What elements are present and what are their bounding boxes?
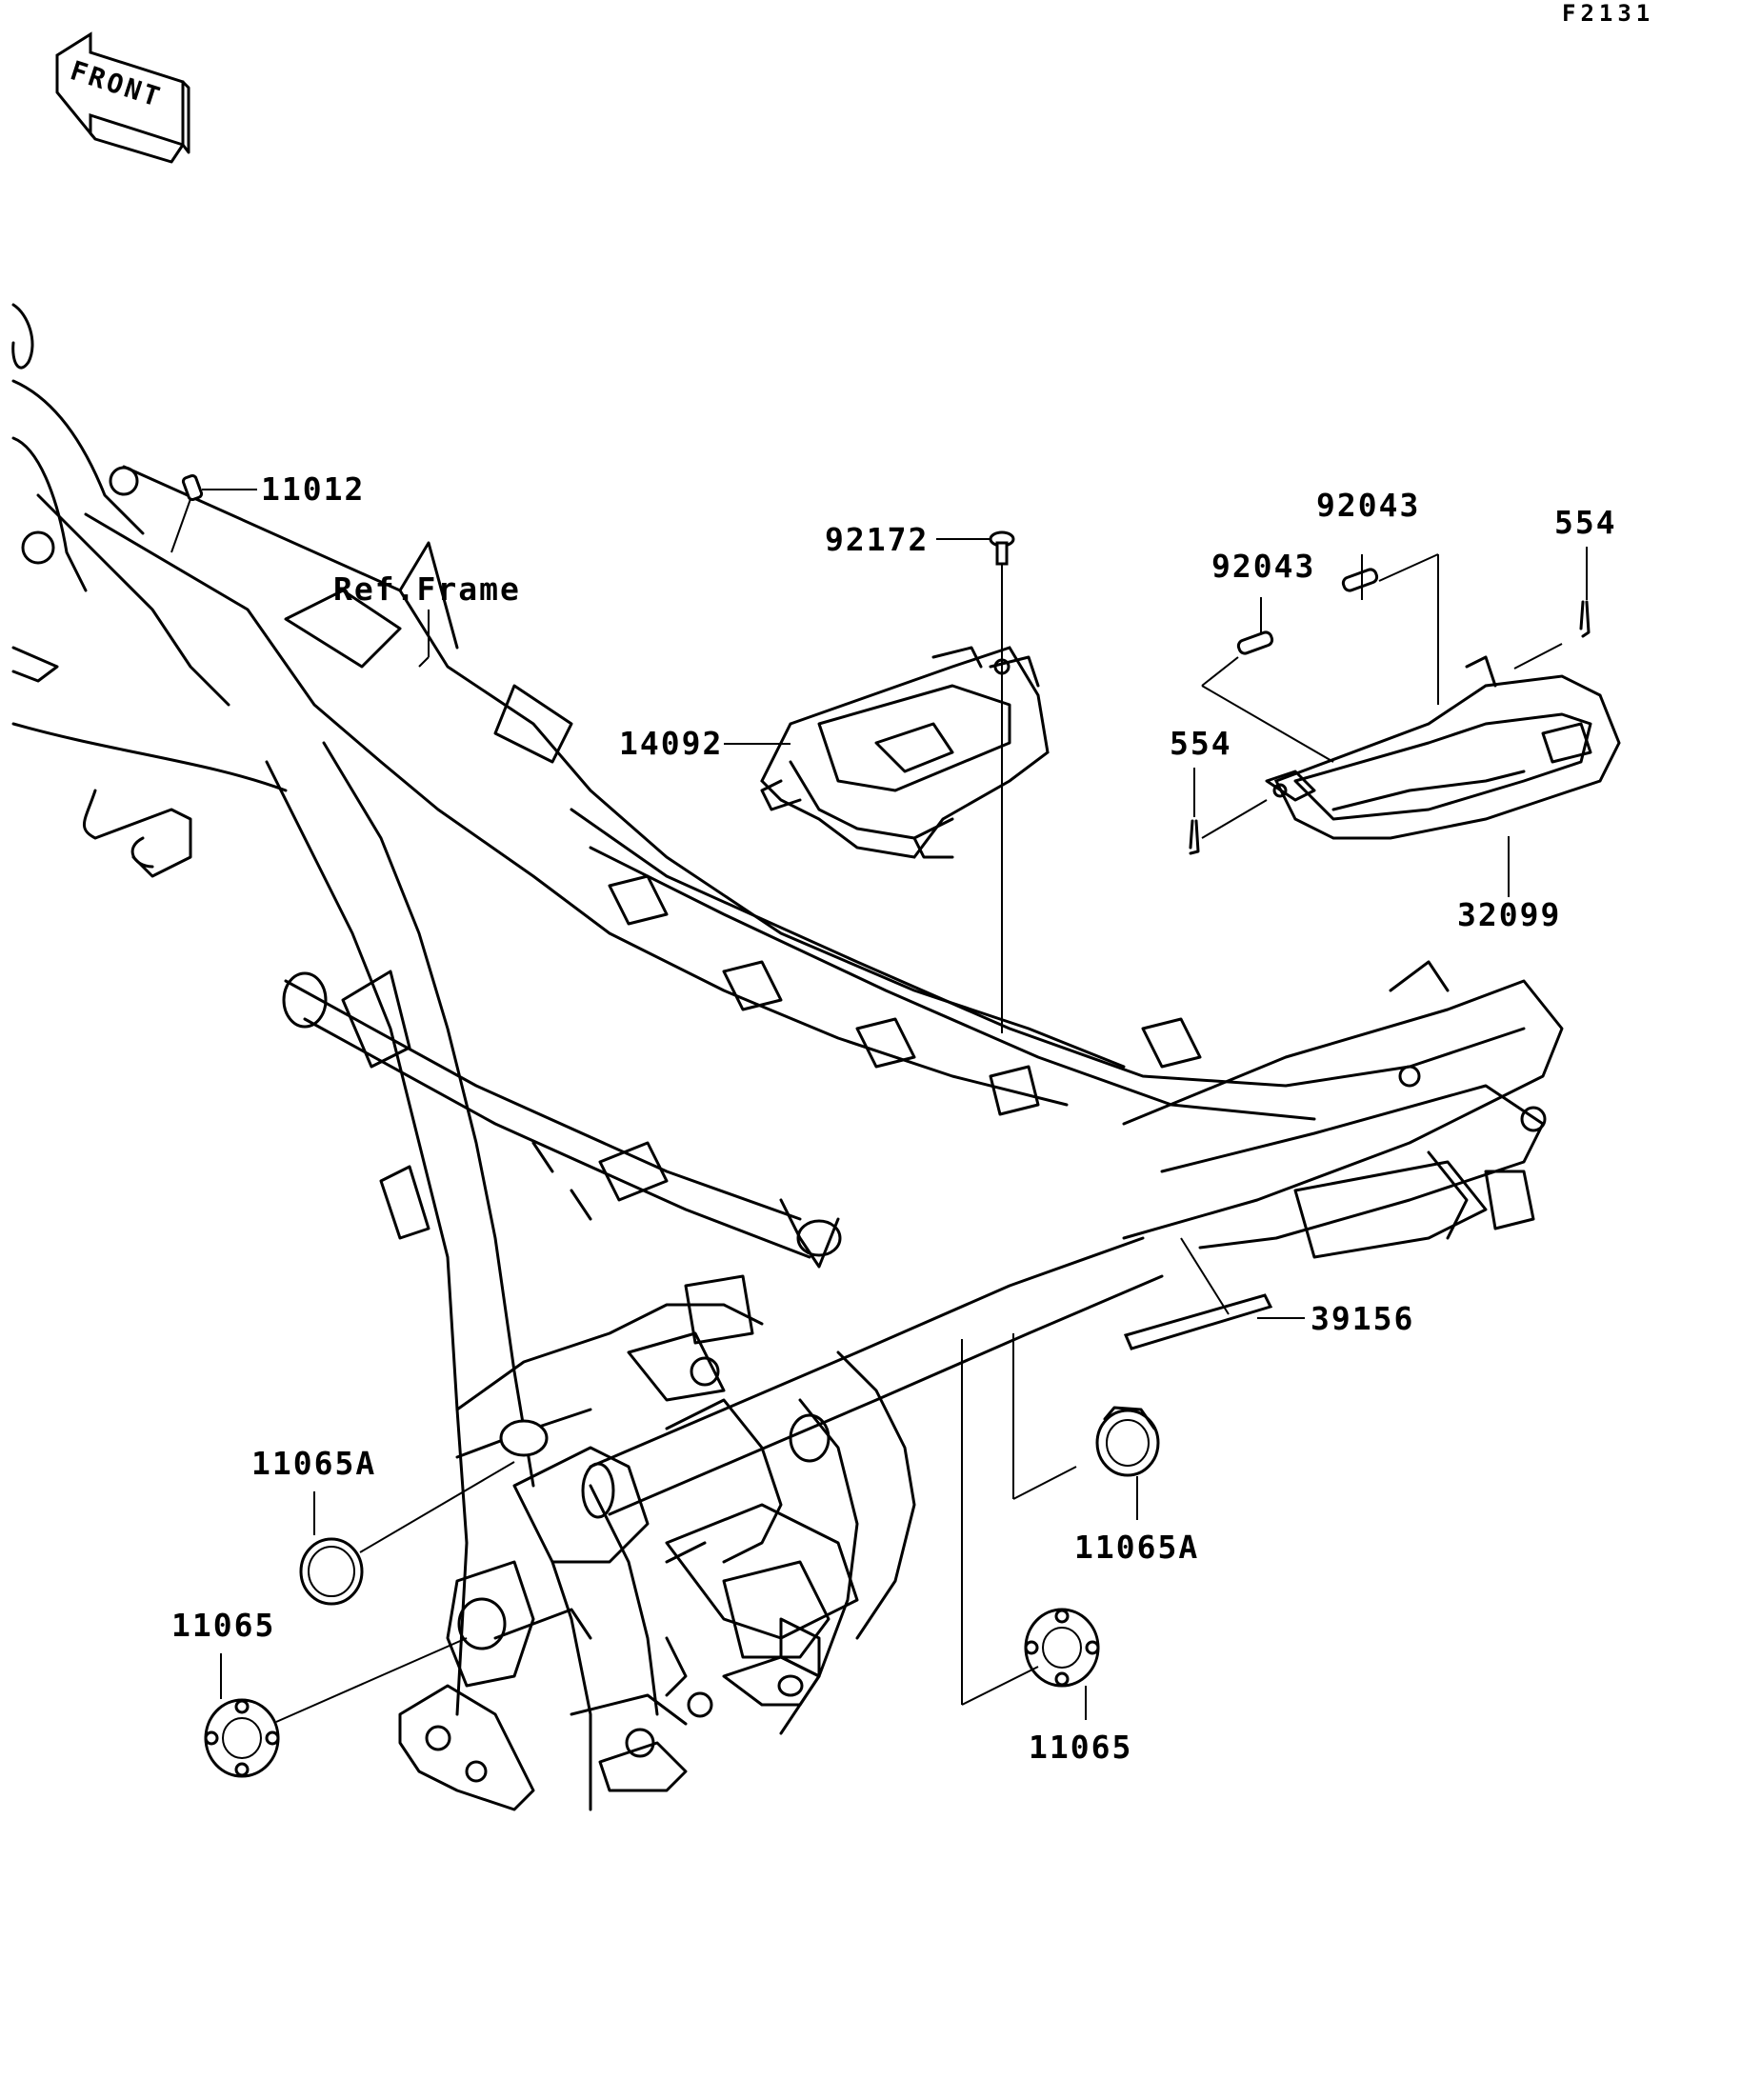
label-11065a-right: 11065A [1074, 1529, 1199, 1566]
label-11065-left: 11065 [171, 1607, 275, 1644]
label-11065a-left: 11065A [251, 1445, 376, 1482]
pin-92043-lower [1236, 630, 1274, 655]
label-32099: 32099 [1457, 896, 1561, 933]
label-554-upper: 554 [1554, 504, 1617, 541]
leader-lines [170, 489, 1588, 1723]
cap-11065a-right [1095, 1406, 1160, 1477]
grommet-11065-right [1024, 1608, 1100, 1688]
front-arrow-icon: FRONT [55, 31, 190, 164]
screw-92172 [989, 530, 1015, 566]
label-11065-right: 11065 [1029, 1729, 1132, 1766]
diagram-code: F2131 [1562, 0, 1654, 27]
label-92043-lower: 92043 [1211, 548, 1315, 585]
clip-554-upper [1579, 600, 1591, 638]
label-554-lower: 554 [1170, 725, 1232, 762]
battery-case-14092 [760, 646, 1050, 859]
label-92043-upper: 92043 [1316, 487, 1420, 524]
clip-554-lower [1189, 819, 1200, 855]
label-11012: 11012 [261, 470, 365, 508]
main-frame [11, 303, 1564, 1811]
tray-32099 [1265, 655, 1621, 840]
label-14092: 14092 [619, 725, 723, 762]
grommet-11065-left [204, 1698, 280, 1778]
label-ref-frame: Ref.Frame [333, 570, 521, 608]
pin-11012 [181, 473, 204, 502]
pin-92043-upper [1341, 568, 1379, 592]
strip-39156 [1123, 1293, 1273, 1350]
cap-11065a-left [299, 1537, 364, 1606]
part-labels: 11012 Ref.Frame 92172 92043 92043 554 55… [171, 470, 1617, 1766]
label-92172: 92172 [825, 521, 929, 558]
label-39156: 39156 [1311, 1300, 1414, 1337]
